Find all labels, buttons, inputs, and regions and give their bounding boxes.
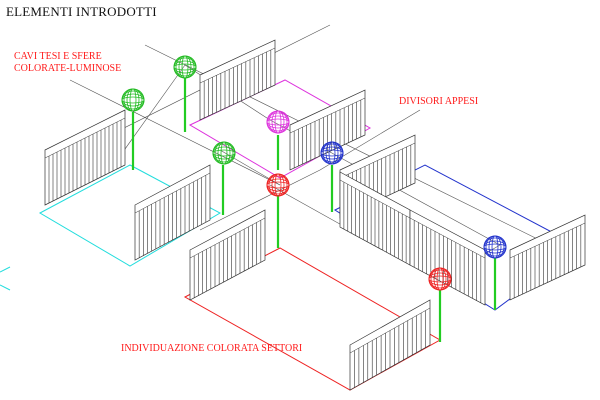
sphere-parallel xyxy=(121,93,145,107)
sector-cyan-edge xyxy=(0,284,11,291)
sphere-meridian xyxy=(268,110,288,134)
sphere-parallel xyxy=(320,143,344,163)
divider-rail xyxy=(134,172,211,214)
sphere-meridian xyxy=(129,88,137,112)
sphere-parallel xyxy=(212,143,236,163)
divider-rail xyxy=(44,117,126,159)
sphere-outline xyxy=(173,55,197,79)
cable-line xyxy=(199,169,321,231)
sphere-parallel xyxy=(483,237,507,257)
divider-rail xyxy=(409,217,486,259)
divider-rail xyxy=(199,47,276,84)
sphere-parallel xyxy=(121,96,145,104)
sphere-meridian xyxy=(181,55,189,79)
divider-panel xyxy=(189,209,266,301)
sphere-parallel xyxy=(173,57,197,77)
sphere-parallel xyxy=(121,90,145,110)
annotation-hanging-dividers: DIVISORI APPESI xyxy=(399,96,479,107)
annotation-colored-sectors: INDIVIDUAZIONE COLORATA SETTORI xyxy=(121,343,303,354)
divider-rail xyxy=(339,142,416,179)
drawing-title: ELEMENTI INTRODOTTI xyxy=(6,4,157,19)
luminous-sphere-icon xyxy=(428,267,452,291)
divider-rail xyxy=(349,307,431,354)
divider-panel xyxy=(349,299,431,391)
sphere-meridian xyxy=(175,55,195,79)
luminous-sphere-icon xyxy=(320,141,344,165)
sphere-meridian xyxy=(488,235,502,259)
sphere-parallel xyxy=(173,60,197,74)
sphere-meridian xyxy=(322,141,342,165)
luminous-sphere-icon xyxy=(212,141,236,165)
divider-rail xyxy=(509,222,586,259)
sphere-poles xyxy=(131,78,497,342)
luminous-sphere-icon xyxy=(483,235,507,259)
divider-rail xyxy=(339,179,411,219)
divider-panel xyxy=(289,89,366,171)
sector-cyan-edge xyxy=(0,266,11,273)
sphere-parallel xyxy=(428,269,452,289)
sphere-meridian xyxy=(268,173,288,197)
sphere-parallel xyxy=(483,240,507,254)
luminous-sphere-icon xyxy=(173,55,197,79)
luminous-sphere-icon xyxy=(121,88,145,112)
divider-panel xyxy=(509,214,586,301)
sphere-meridian xyxy=(274,110,282,134)
sphere-parallel xyxy=(266,112,290,132)
luminous-spheres xyxy=(121,55,507,291)
sphere-meridian xyxy=(485,235,505,259)
divider-rail xyxy=(289,97,366,134)
sphere-meridian xyxy=(123,88,143,112)
divider-panel xyxy=(199,39,276,121)
cable-line xyxy=(219,149,281,186)
cable-line xyxy=(69,79,281,186)
divider-panel xyxy=(134,164,211,261)
divider-panel xyxy=(409,209,486,306)
annotation-cables-spheres: CAVI TESI E SFERE COLORATE-LUMINOSE xyxy=(14,51,122,74)
hanging-divider-panels xyxy=(44,39,586,391)
divider-panel xyxy=(44,109,126,206)
sphere-parallel xyxy=(483,243,507,251)
sphere-outline xyxy=(266,110,290,134)
sphere-outline xyxy=(483,235,507,259)
sphere-meridian xyxy=(430,267,450,291)
divider-rail xyxy=(189,217,266,259)
sphere-meridian xyxy=(214,141,234,165)
luminous-sphere-icon xyxy=(266,173,290,197)
sector-cyan xyxy=(38,164,222,267)
sphere-meridian xyxy=(126,88,140,112)
sphere-outline xyxy=(121,88,145,112)
divider-panel xyxy=(339,171,411,266)
sphere-parallel xyxy=(266,115,290,129)
luminous-sphere-icon xyxy=(266,110,290,134)
sphere-parallel xyxy=(266,175,290,195)
